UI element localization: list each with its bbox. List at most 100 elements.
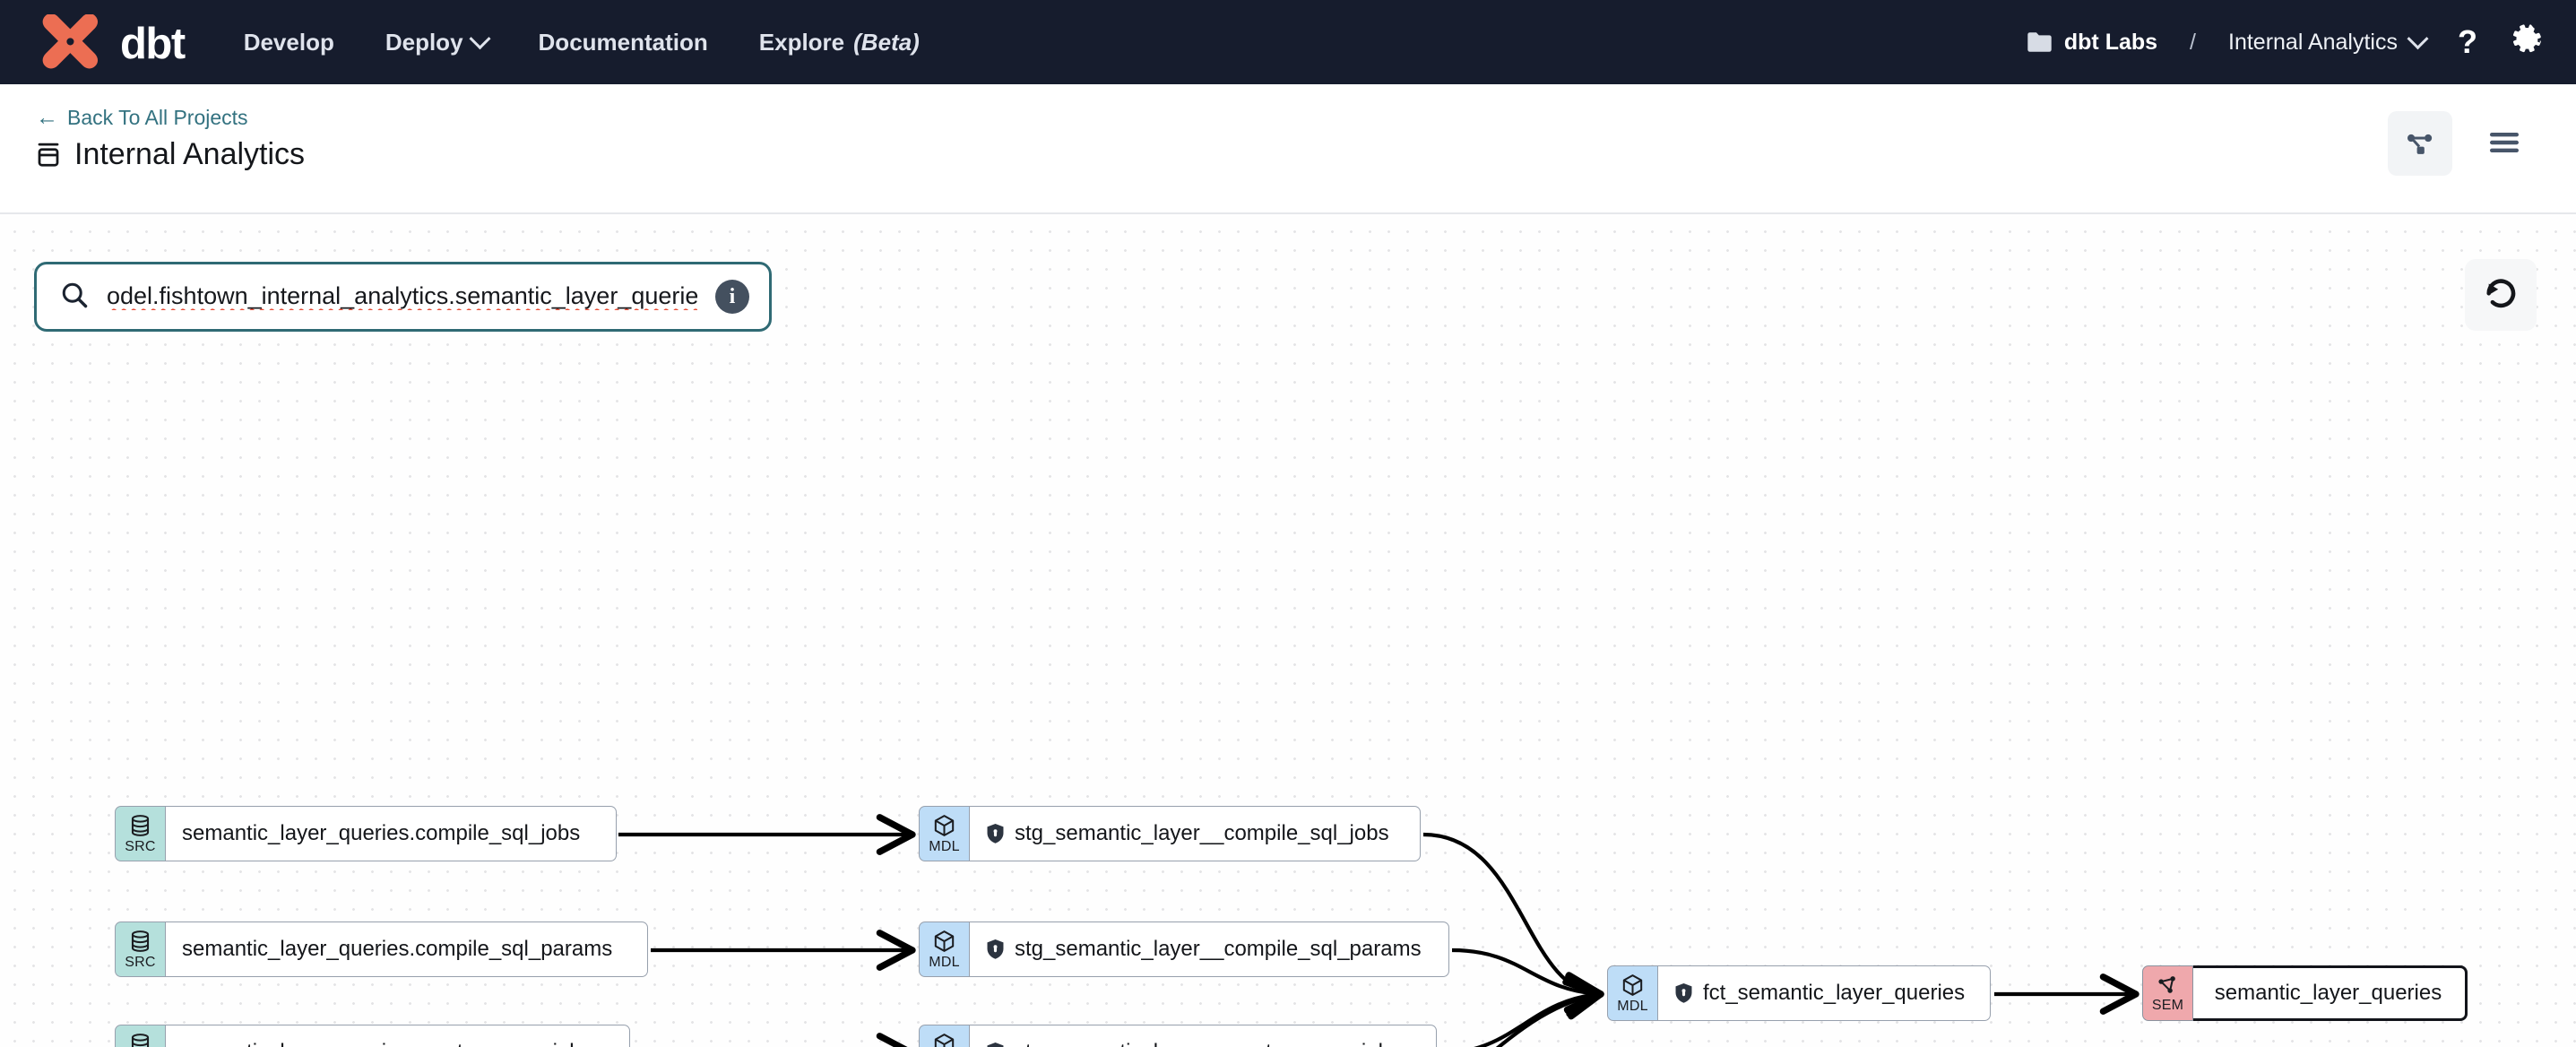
node-label: fct_semantic_layer_queries bbox=[1703, 981, 1966, 1005]
help-button[interactable]: ? bbox=[2452, 26, 2483, 58]
database-cylinder-icon bbox=[131, 1034, 150, 1047]
lineage-node-mdl[interactable]: MDL stg_semantic_layer__create_query_job… bbox=[919, 1025, 1437, 1047]
nav-link-develop[interactable]: Develop bbox=[244, 29, 334, 56]
database-cylinder-icon bbox=[131, 930, 150, 952]
node-type-label: SRC bbox=[125, 839, 156, 854]
node-type-label: MDL bbox=[929, 955, 960, 970]
search-input[interactable] bbox=[107, 283, 697, 310]
nav-link-explore[interactable]: Explore (Beta) bbox=[759, 29, 920, 56]
reset-graph-icon bbox=[2482, 275, 2520, 316]
node-body: semantic_layer_queries bbox=[2193, 965, 2468, 1021]
arrow-left-icon: ← bbox=[36, 105, 58, 130]
subheader-actions bbox=[2388, 106, 2537, 176]
page-title-row: Internal Analytics bbox=[36, 137, 305, 172]
edge-mdl3-fct1 bbox=[1473, 975, 1604, 1047]
nav-label: Explore bbox=[758, 28, 845, 56]
dbt-brand[interactable]: dbt bbox=[39, 14, 186, 70]
node-search-box[interactable]: i bbox=[34, 262, 772, 332]
lineage-node-src[interactable]: SRC semantic_layer_queries.create_query_… bbox=[115, 1025, 630, 1047]
lineage-canvas[interactable]: i bbox=[0, 214, 2576, 1047]
node-type-label: MDL bbox=[929, 839, 960, 854]
node-type-badge-mdl: MDL bbox=[919, 922, 970, 977]
node-type-badge-mdl: MDL bbox=[1607, 965, 1658, 1021]
node-type-badge-src: SRC bbox=[115, 806, 166, 861]
org-name: dbt Labs bbox=[2063, 29, 2158, 55]
lineage-node-src[interactable]: SRC semantic_layer_queries.compile_sql_p… bbox=[115, 922, 648, 977]
nav-label: Deploy bbox=[385, 28, 463, 56]
nav-label: Documentation bbox=[538, 28, 708, 56]
node-label: semantic_layer_queries.create_query_jobs bbox=[182, 1042, 592, 1047]
cube-icon bbox=[934, 815, 955, 836]
edge-mdl2-fct1 bbox=[1451, 947, 1604, 1013]
node-type-label: SEM bbox=[2151, 998, 2184, 1013]
project-box-icon bbox=[36, 142, 61, 169]
folder-icon bbox=[2027, 31, 2053, 53]
subheader-left: ← Back To All Projects Internal Analytic… bbox=[36, 106, 305, 172]
search-icon bbox=[60, 281, 89, 314]
node-type-label: MDL bbox=[1617, 999, 1648, 1014]
node-body: fct_semantic_layer_queries bbox=[1658, 965, 1991, 1021]
node-body: semantic_layer_queries.create_query_jobs bbox=[166, 1025, 630, 1047]
lineage-node-mdl[interactable]: MDL stg_semantic_layer__compile_sql_para… bbox=[919, 922, 1449, 977]
question-mark-icon: ? bbox=[2458, 23, 2477, 60]
nav-label: Develop bbox=[243, 28, 334, 56]
node-body: stg_semantic_layer__create_query_jobs bbox=[970, 1025, 1437, 1047]
node-label: semantic_layer_queries.compile_sql_param… bbox=[182, 937, 613, 961]
node-type-badge-src: SRC bbox=[115, 922, 166, 977]
cube-icon bbox=[1622, 974, 1643, 996]
node-body: semantic_layer_queries.compile_sql_jobs bbox=[166, 806, 617, 861]
node-label: stg_semantic_layer__create_query_jobs bbox=[1015, 1042, 1401, 1047]
lineage-node-sem-selected[interactable]: SEM semantic_layer_queries bbox=[2142, 965, 2468, 1021]
node-label: semantic_layer_queries.compile_sql_jobs bbox=[182, 821, 581, 845]
node-type-label: SRC bbox=[125, 955, 156, 970]
node-type-badge-mdl: MDL bbox=[919, 1025, 970, 1047]
node-type-badge-mdl: MDL bbox=[919, 806, 970, 861]
shield-badge-icon bbox=[986, 1042, 1005, 1047]
settings-button[interactable] bbox=[2510, 23, 2544, 62]
node-body: stg_semantic_layer__compile_sql_jobs bbox=[970, 806, 1421, 861]
database-cylinder-icon bbox=[131, 815, 150, 836]
lineage-graph: SRC semantic_layer_queries.compile_sql_j… bbox=[0, 214, 2576, 1047]
dbt-logo-icon bbox=[39, 14, 108, 70]
primary-nav: Develop Deploy Documentation Explore (Be… bbox=[244, 27, 920, 56]
lineage-graph-icon bbox=[2405, 127, 2435, 160]
brand-wordmark: dbt bbox=[120, 19, 186, 68]
lineage-node-mdl[interactable]: MDL stg_semantic_layer__compile_sql_jobs bbox=[919, 806, 1421, 861]
node-body: semantic_layer_queries.compile_sql_param… bbox=[166, 922, 648, 977]
shield-badge-icon bbox=[986, 939, 1005, 960]
reset-graph-button[interactable] bbox=[2465, 259, 2537, 331]
nav-link-documentation[interactable]: Documentation bbox=[539, 29, 708, 56]
node-label: stg_semantic_layer__compile_sql_jobs bbox=[1015, 821, 1389, 845]
lineage-node-src[interactable]: SRC semantic_layer_queries.compile_sql_j… bbox=[115, 806, 617, 861]
info-icon[interactable]: i bbox=[715, 280, 749, 314]
breadcrumb-separator: / bbox=[2190, 29, 2196, 55]
semantic-node-icon bbox=[2158, 976, 2175, 993]
node-body: stg_semantic_layer__compile_sql_params bbox=[970, 922, 1449, 977]
navbar-right: dbt Labs / Internal Analytics ? bbox=[2027, 23, 2544, 62]
gear-icon bbox=[2510, 23, 2544, 62]
cube-icon bbox=[934, 1034, 955, 1047]
node-label: stg_semantic_layer__compile_sql_params bbox=[1015, 937, 1422, 961]
top-navbar: dbt Develop Deploy Documentation Explore… bbox=[0, 0, 2576, 84]
org-breadcrumb[interactable]: dbt Labs bbox=[2027, 30, 2157, 56]
nav-link-deploy[interactable]: Deploy bbox=[385, 27, 491, 56]
project-breadcrumb[interactable]: Internal Analytics bbox=[2228, 27, 2429, 56]
beta-tag: (Beta) bbox=[853, 28, 920, 56]
cube-icon bbox=[934, 930, 955, 952]
lineage-view-button[interactable] bbox=[2388, 111, 2452, 176]
page-title: Internal Analytics bbox=[74, 137, 306, 171]
lineage-node-fct[interactable]: MDL fct_semantic_layer_queries bbox=[1607, 965, 1991, 1021]
shield-badge-icon bbox=[986, 823, 1005, 844]
node-label: semantic_layer_queries bbox=[2214, 981, 2442, 1005]
node-type-badge-sem: SEM bbox=[2142, 965, 2193, 1021]
project-name: Internal Analytics bbox=[2228, 29, 2398, 55]
shield-badge-icon bbox=[1674, 982, 1693, 1004]
menu-button[interactable] bbox=[2472, 111, 2537, 176]
chevron-down-icon bbox=[2407, 27, 2429, 49]
edge-mdl1-fct1 bbox=[1422, 832, 1604, 1014]
project-subheader: ← Back To All Projects Internal Analytic… bbox=[0, 84, 2576, 214]
chevron-down-icon bbox=[469, 27, 491, 49]
back-link-label: Back To All Projects bbox=[67, 106, 248, 129]
hamburger-menu-icon bbox=[2488, 130, 2520, 158]
back-to-all-projects-link[interactable]: ← Back To All Projects bbox=[36, 106, 305, 130]
